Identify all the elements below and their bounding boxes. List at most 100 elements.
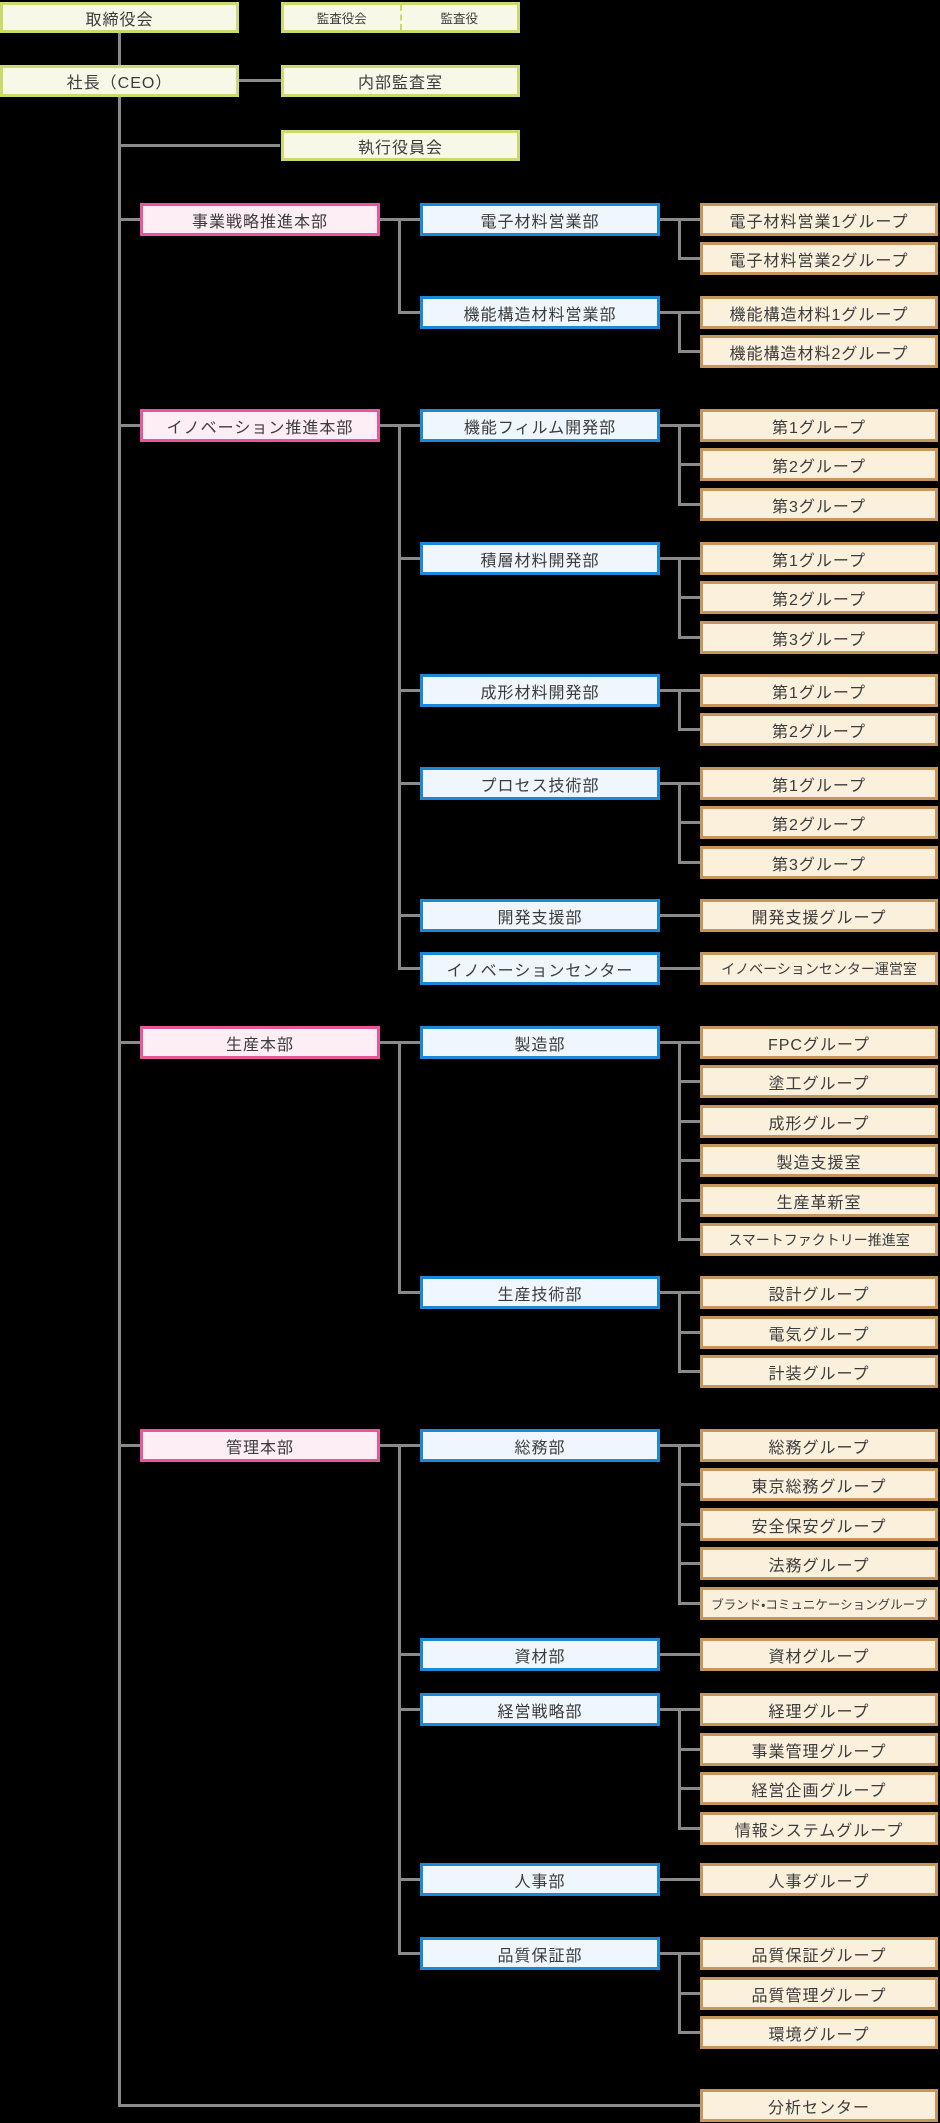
group-box: 事業管理グループ: [700, 1733, 938, 1766]
group-box: 第1グループ: [700, 542, 938, 575]
department-box: 経営戦略部: [420, 1693, 660, 1726]
department-box: 機能構造材料営業部: [420, 296, 660, 329]
connector-line: [678, 218, 681, 260]
department-box: 開発支援部: [420, 899, 660, 932]
department-box: 成形材料開発部: [420, 674, 660, 707]
auditor-label: 監査役: [399, 5, 518, 30]
executive-committee-box: 執行役員会: [281, 130, 520, 161]
department-box: プロセス技術部: [420, 767, 660, 800]
board-of-directors-box: 取締役会: [0, 2, 239, 33]
group-box: 計装グループ: [700, 1355, 938, 1388]
group-box: 第1グループ: [700, 674, 938, 707]
group-box: 人事グループ: [700, 1863, 938, 1896]
group-box: 生産革新室: [700, 1184, 938, 1217]
group-box: 機能構造材料2グループ: [700, 335, 938, 368]
group-box: スマートファクトリー推進室: [700, 1223, 938, 1256]
connector-line: [239, 79, 281, 82]
connector-line: [398, 1041, 401, 1294]
connector-line: [678, 1523, 700, 1526]
connector-line: [678, 2031, 700, 2034]
connector-line: [120, 1444, 700, 1447]
connector-line: [398, 1444, 401, 1955]
connector-line: [678, 1602, 700, 1605]
connector-line: [678, 503, 700, 506]
connector-line: [678, 1120, 700, 1123]
connector-line: [120, 218, 700, 221]
connector-line: [398, 424, 401, 970]
group-box: 開発支援グループ: [700, 899, 938, 932]
group-box: 電気グループ: [700, 1316, 938, 1349]
connector-line: [678, 728, 700, 731]
group-box: 電子材料営業1グループ: [700, 203, 938, 236]
group-box: 第2グループ: [700, 448, 938, 481]
audit-board-box: 監査役会 監査役: [281, 2, 520, 33]
connector-line: [120, 424, 700, 427]
group-box: 第2グループ: [700, 581, 938, 614]
connector-line: [678, 1370, 700, 1373]
group-box: 第3グループ: [700, 488, 938, 521]
connector-line: [678, 1708, 681, 1830]
division-box: 生産本部: [140, 1026, 380, 1059]
connector-line: [678, 1199, 700, 1202]
department-box: 機能フィルム開発部: [420, 409, 660, 442]
group-box: FPCグループ: [700, 1026, 938, 1059]
connector-line: [120, 144, 280, 147]
department-box: 人事部: [420, 1863, 660, 1896]
connector-line: [678, 463, 700, 466]
connector-line: [120, 2104, 700, 2107]
connector-line: [120, 1041, 700, 1044]
connector-line: [678, 821, 700, 824]
group-box: 安全保安グループ: [700, 1508, 938, 1541]
connector-line: [118, 97, 121, 2107]
connector-line: [678, 1992, 700, 1995]
group-box: 経理グループ: [700, 1693, 938, 1726]
analysis-center-box: 分析センター: [700, 2089, 938, 2122]
group-box: 経営企画グループ: [700, 1772, 938, 1805]
connector-line: [678, 1080, 700, 1083]
department-box: 製造部: [420, 1026, 660, 1059]
connector-line: [678, 1041, 681, 1241]
internal-audit-box: 内部監査室: [281, 65, 520, 97]
connector-line: [398, 218, 401, 314]
connector-line: [678, 350, 700, 353]
connector-line: [678, 1331, 700, 1334]
group-box: 東京総務グループ: [700, 1468, 938, 1501]
group-box: 第1グループ: [700, 767, 938, 800]
group-box: 第2グループ: [700, 806, 938, 839]
group-box: イノベーションセンター運営室: [700, 952, 938, 985]
group-box: 品質保証グループ: [700, 1937, 938, 1970]
department-box: 資材部: [420, 1638, 660, 1671]
group-box: 情報システムグループ: [700, 1812, 938, 1845]
department-box: イノベーションセンター: [420, 952, 660, 985]
division-box: 管理本部: [140, 1429, 380, 1462]
department-box: 生産技術部: [420, 1276, 660, 1309]
department-box: 品質保証部: [420, 1937, 660, 1970]
connector-line: [678, 257, 700, 260]
group-box: 製造支援室: [700, 1144, 938, 1177]
group-box: 資材グループ: [700, 1638, 938, 1671]
group-box: 機能構造材料1グループ: [700, 296, 938, 329]
audit-board-label: 監査役会: [316, 12, 367, 26]
group-box: ブランド・コミュニケーショングループ: [700, 1587, 938, 1620]
connector-line: [118, 33, 121, 65]
group-box: 第3グループ: [700, 846, 938, 879]
connector-line: [678, 636, 700, 639]
group-box: 品質管理グループ: [700, 1977, 938, 2010]
department-box: 電子材料営業部: [420, 203, 660, 236]
group-box: 設計グループ: [700, 1276, 938, 1309]
connector-line: [678, 1787, 700, 1790]
connector-line: [678, 1748, 700, 1751]
connector-line: [678, 596, 700, 599]
group-box: 電子材料営業2グループ: [700, 242, 938, 275]
connector-line: [678, 689, 681, 731]
group-box: 塗工グループ: [700, 1065, 938, 1098]
group-box: 法務グループ: [700, 1547, 938, 1580]
connector-line: [678, 1483, 700, 1486]
department-box: 総務部: [420, 1429, 660, 1462]
president-box: 社長（CEO）: [0, 65, 239, 97]
connector-line: [678, 1562, 700, 1565]
connector-line: [678, 311, 681, 353]
group-box: 成形グループ: [700, 1105, 938, 1138]
connector-line: [678, 1827, 700, 1830]
